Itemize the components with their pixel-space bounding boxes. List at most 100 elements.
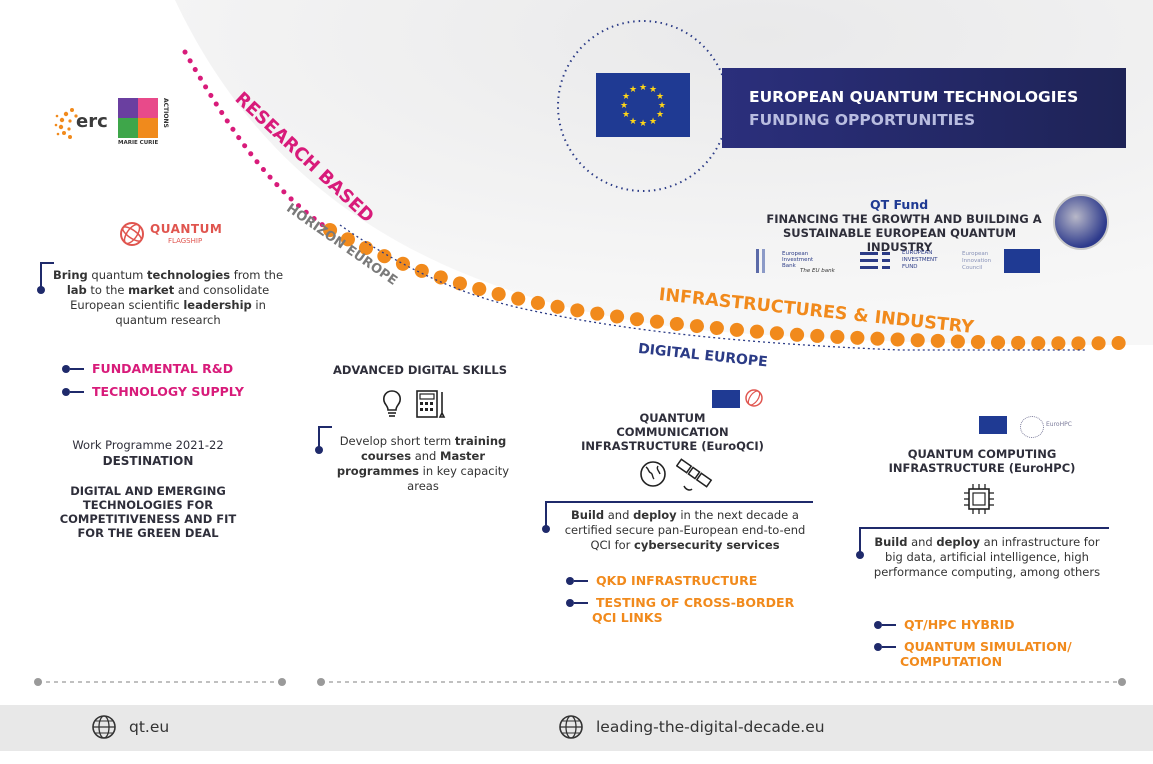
erc-text: erc xyxy=(76,111,108,132)
euroqci-desc-part1: and xyxy=(604,508,634,522)
left-bracket xyxy=(37,262,54,294)
marie-curie-logo: MARIE CURIE ACTIONS xyxy=(118,98,170,150)
bullet-text: TECHNOLOGY SUPPLY xyxy=(92,384,244,399)
eic-text1: European xyxy=(962,251,989,257)
eif-logo: EUROPEAN INVESTMENT FUND xyxy=(860,249,950,275)
qt-fund-subtitle: FINANCING THE GROWTH AND BUILDING A xyxy=(764,212,1044,226)
eurohpc-circle-icon xyxy=(1020,416,1044,438)
globe-icon xyxy=(640,461,666,487)
left-desc-part6: market xyxy=(128,283,175,297)
left-description: Bring quantum technologies from the lab … xyxy=(50,268,286,328)
bullet-text: QT/HPC HYBRID xyxy=(904,617,1015,632)
eic-eu-flag-icon xyxy=(1004,249,1040,273)
eic-text2: Innovation xyxy=(962,258,992,264)
svg-text:★: ★ xyxy=(658,101,666,111)
lightbulb-icon xyxy=(383,390,401,417)
svg-text:★: ★ xyxy=(622,110,630,120)
left-desc-part9: in quantum research xyxy=(115,298,266,327)
svg-text:★: ★ xyxy=(639,83,647,93)
svg-text:★: ★ xyxy=(620,101,628,111)
left-desc-part7: and consolidate European scientific xyxy=(70,283,270,312)
eurohpc-desc-part3: an infrastructure for big data, artifici… xyxy=(873,535,1101,579)
euroqci-desc-part3: in the next decade a certified secure pa… xyxy=(564,508,806,552)
dest-line: DIGITAL AND EMERGING xyxy=(70,484,226,498)
euroqci-title-line: COMMUNICATION xyxy=(616,425,729,439)
left-desc-part3: from the xyxy=(230,268,284,282)
euroqci-eu-flag-icon xyxy=(712,390,740,408)
eurohpc-desc-part1: and xyxy=(907,535,937,549)
banner-title-line2: FUNDING OPPORTUNITIES xyxy=(749,111,976,129)
banner-title-line1: EUROPEAN QUANTUM TECHNOLOGIES xyxy=(749,88,1079,106)
eu-flag: ★★★ ★★★ ★★★ ★★★ xyxy=(596,73,690,137)
eurohpc-desc-part2: deploy xyxy=(936,535,980,549)
eurohpc-title-line: QUANTUM COMPUTING xyxy=(907,447,1057,461)
dest-line: FOR THE GREEN DEAL xyxy=(77,526,219,540)
svg-text:★: ★ xyxy=(649,117,657,127)
svg-text:★: ★ xyxy=(629,117,637,127)
bullet-text: QKD INFRASTRUCTURE xyxy=(596,573,758,588)
skills-desc-part4: in key capacity areas xyxy=(407,464,510,493)
quantum-text: QUANTUM xyxy=(150,222,223,236)
globe-icon xyxy=(92,715,116,739)
qt-fund-coin-icon xyxy=(1053,194,1109,250)
qt-fund-title: QT Fund xyxy=(870,197,929,212)
skills-desc-part0: Develop short term xyxy=(339,434,455,448)
bullet-computation-cont: COMPUTATION xyxy=(900,654,1003,669)
left-desc-part0: Bring xyxy=(52,268,88,282)
bullet-text: QUANTUM SIMULATION/ xyxy=(904,639,1072,654)
left-desc-part4: lab xyxy=(66,283,87,297)
eurohpc-logo-text: EuroHPC xyxy=(1046,421,1072,428)
skills-desc-part1: training courses xyxy=(360,434,507,463)
eic-logo: European Innovation Council xyxy=(962,249,1042,275)
destination-text: DIGITAL AND EMERGING TECHNOLOGIES FOR CO… xyxy=(58,484,238,540)
euroqci-bracket-top xyxy=(545,501,813,503)
eif-text1: EUROPEAN xyxy=(902,250,933,256)
quantum-orbit-icon xyxy=(120,222,144,246)
bullet-quantum-simulation: QUANTUM SIMULATION/ xyxy=(874,639,1072,654)
eurohpc-description: Build and deploy an infrastructure for b… xyxy=(868,535,1106,580)
euroqci-title-line: INFRASTRUCTURE (EuroQCI) xyxy=(581,439,764,453)
euroqci-title-line: QUANTUM xyxy=(639,411,706,425)
quantum-flagship-logo: QUANTUM FLAGSHIP xyxy=(118,219,228,251)
eib-text2: Investment xyxy=(782,257,814,263)
erc-burst-icon xyxy=(54,108,78,139)
eib-logo: European Investment Bank The EU bank xyxy=(756,249,846,275)
dest-line: TECHNOLOGIES FOR xyxy=(82,498,214,512)
processor-chip-icon xyxy=(964,484,994,514)
infrastructure-dotted-line xyxy=(323,223,1127,351)
euroqci-title: QUANTUM COMMUNICATION INFRASTRUCTURE (Eu… xyxy=(570,411,775,453)
eic-text3: Council xyxy=(962,265,983,271)
euroqci-description: Build and deploy in the next decade a ce… xyxy=(554,508,816,553)
satellite-icon xyxy=(676,458,713,491)
skills-description: Develop short term training courses and … xyxy=(334,434,512,494)
eif-text2: INVESTMENT xyxy=(902,257,938,263)
erc-logo: erc xyxy=(54,100,108,146)
destination-label: DESTINATION xyxy=(102,454,194,468)
footer-link-qt[interactable]: qt.eu xyxy=(129,718,170,736)
eib-text3: Bank xyxy=(782,263,796,269)
flagship-text: FLAGSHIP xyxy=(168,237,203,245)
globe-icon xyxy=(559,715,583,739)
eib-text1: European xyxy=(782,251,809,257)
eif-text3: FUND xyxy=(902,264,918,270)
bullet-text: TESTING OF CROSS-BORDER xyxy=(596,595,795,610)
bullet-fundamental-rd: FUNDAMENTAL R&D xyxy=(62,361,233,376)
dest-line: COMPETITIVENESS AND FIT xyxy=(59,512,237,526)
bullet-qci-links-cont: QCI LINKS xyxy=(592,610,663,625)
svg-text:★: ★ xyxy=(639,119,647,129)
qt-fund-line2: SUSTAINABLE EUROPEAN QUANTUM INDUSTRY xyxy=(782,226,1017,254)
digital-europe-line xyxy=(339,224,1085,351)
left-desc-part2: technologies xyxy=(147,268,231,282)
eurohpc-bracket-top xyxy=(859,527,1109,529)
bullet-qkd-infrastructure: QKD INFRASTRUCTURE xyxy=(566,573,757,588)
left-desc-part5: to the xyxy=(86,283,129,297)
skills-desc-part3: Master programmes xyxy=(336,449,486,478)
bullet-qt-hpc-hybrid: QT/HPC HYBRID xyxy=(874,617,1015,632)
left-desc-part1: quantum xyxy=(87,268,148,282)
skills-desc-part2: and xyxy=(411,449,440,463)
svg-text:★: ★ xyxy=(656,92,664,102)
bullet-testing-cross-border: TESTING OF CROSS-BORDER xyxy=(566,595,794,610)
eurohpc-eu-flag-icon xyxy=(979,416,1007,434)
footer-link-digital-decade[interactable]: leading-the-digital-decade.eu xyxy=(596,718,825,736)
title-banner: EUROPEAN QUANTUM TECHNOLOGIES FUNDING OP… xyxy=(722,68,1126,148)
